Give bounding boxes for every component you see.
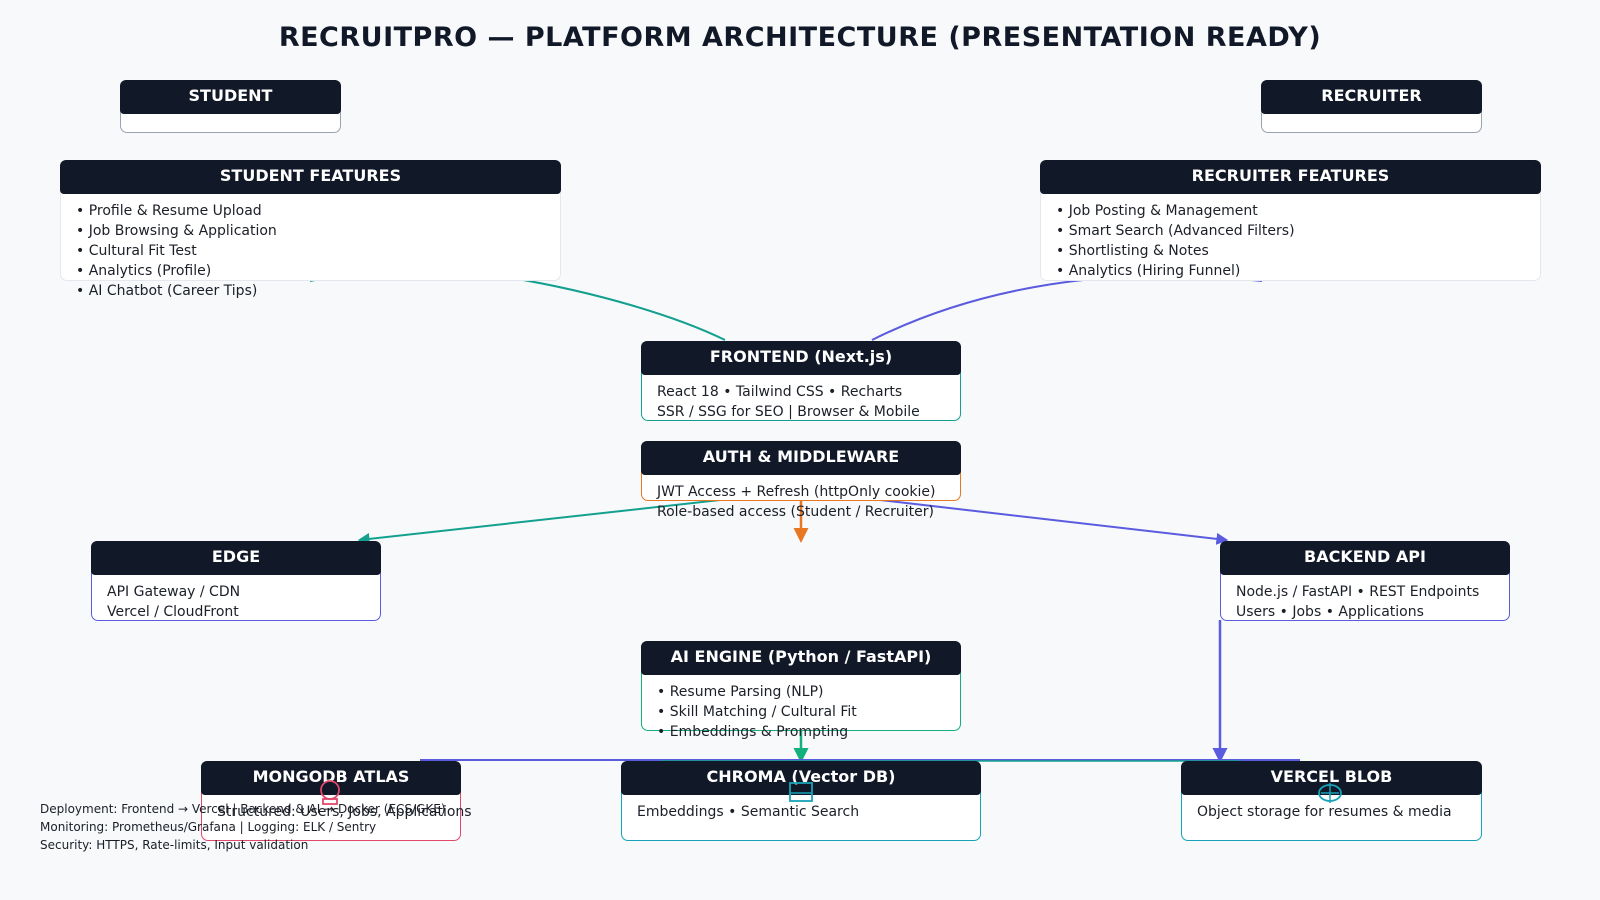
- ai-engine-line: • Resume Parsing (NLP): [657, 684, 824, 700]
- list-item: • AI Chatbot (Career Tips): [76, 283, 258, 299]
- storage-icon: [1318, 783, 1342, 803]
- vercel-blob-title: VERCEL BLOB: [1181, 761, 1482, 795]
- mongodb-title: MONGODB ATLAS: [201, 761, 461, 795]
- ai-engine-line: • Embeddings & Prompting: [657, 724, 849, 740]
- backend-title: BACKEND API: [1220, 541, 1510, 575]
- list-item: • Smart Search (Advanced Filters): [1056, 223, 1295, 239]
- backend-line: Node.js / FastAPI • REST Endpoints: [1236, 584, 1480, 600]
- student-features-list: • Profile & Resume Upload • Job Browsing…: [61, 194, 560, 301]
- auth-line: Role-based access (Student / Recruiter): [657, 504, 934, 520]
- student-box[interactable]: STUDENT: [120, 80, 341, 133]
- recruiter-features-list: • Job Posting & Management • Smart Searc…: [1041, 194, 1540, 281]
- recruiter-features-box[interactable]: RECRUITER FEATURES • Job Posting & Manag…: [1040, 160, 1541, 281]
- list-item: • Shortlisting & Notes: [1056, 243, 1209, 259]
- vercel-blob-line: Object storage for resumes & media: [1197, 804, 1452, 820]
- list-item: • Job Posting & Management: [1056, 203, 1258, 219]
- backend-box[interactable]: BACKEND API Node.js / FastAPI • REST End…: [1220, 541, 1510, 621]
- frontend-line: SSR / SSG for SEO | Browser & Mobile: [657, 404, 920, 420]
- footer-deployment: Deployment: Frontend → Vercel | Backend …: [40, 802, 446, 816]
- edge-line: Vercel / CloudFront: [107, 604, 239, 620]
- connector-recruiter-features-frontend: [871, 274, 1263, 341]
- frontend-title: FRONTEND (Next.js): [641, 341, 961, 375]
- auth-line: JWT Access + Refresh (httpOnly cookie): [657, 484, 936, 500]
- chroma-title: CHROMA (Vector DB): [621, 761, 981, 795]
- footer-notes: Deployment: Frontend → Vercel | Backend …: [40, 800, 446, 854]
- connector-auth-edge: [357, 499, 721, 545]
- edge-box[interactable]: EDGE API Gateway / CDN Vercel / CloudFro…: [91, 541, 381, 621]
- ai-engine-box[interactable]: AI ENGINE (Python / FastAPI) • Resume Pa…: [641, 641, 961, 740]
- frontend-line: React 18 • Tailwind CSS • Recharts: [657, 384, 903, 400]
- vector-db-icon: [789, 782, 813, 802]
- recruiter-features-title: RECRUITER FEATURES: [1040, 160, 1541, 194]
- student-features-title: STUDENT FEATURES: [60, 160, 561, 194]
- list-item: • Profile & Resume Upload: [76, 203, 262, 219]
- frontend-box[interactable]: FRONTEND (Next.js) React 18 • Tailwind C…: [641, 341, 961, 421]
- list-item: • Job Browsing & Application: [76, 223, 277, 239]
- edge-title: EDGE: [91, 541, 381, 575]
- edge-line: API Gateway / CDN: [107, 584, 241, 600]
- recruiter-box[interactable]: RECRUITER: [1261, 80, 1482, 133]
- list-item: • Analytics (Profile): [76, 263, 212, 279]
- mongodb-line: Structured: Users, Jobs, Applications: [217, 804, 472, 820]
- recruiter-title: RECRUITER: [1261, 80, 1482, 114]
- backend-line: Users • Jobs • Applications: [1236, 604, 1424, 620]
- vercel-blob-box[interactable]: VERCEL BLOB Object storage for resumes &…: [1181, 761, 1482, 841]
- diagram-title: RECRUITPRO — PLATFORM ARCHITECTURE (PRES…: [278, 22, 1322, 53]
- student-title: STUDENT: [120, 80, 341, 114]
- ai-engine-line: • Skill Matching / Cultural Fit: [657, 704, 857, 720]
- auth-box[interactable]: AUTH & MIDDLEWARE JWT Access + Refresh (…: [641, 441, 961, 520]
- list-item: • Cultural Fit Test: [76, 243, 197, 259]
- auth-title: AUTH & MIDDLEWARE: [641, 441, 961, 475]
- list-item: • Analytics (Hiring Funnel): [1056, 263, 1241, 279]
- chroma-line: Embeddings • Semantic Search: [637, 804, 860, 820]
- mongodb-box[interactable]: MONGODB ATLAS Structured: Users, Jobs, A…: [201, 761, 472, 841]
- ai-engine-title: AI ENGINE (Python / FastAPI): [641, 641, 961, 675]
- connector-auth-backend: [879, 499, 1229, 545]
- footer-monitoring: Monitoring: Prometheus/Grafana | Logging…: [40, 820, 377, 834]
- database-icon: [320, 780, 340, 805]
- student-features-box[interactable]: STUDENT FEATURES • Profile & Resume Uplo…: [60, 160, 561, 299]
- footer-security: Security: HTTPS, Rate-limits, Input vali…: [40, 838, 309, 852]
